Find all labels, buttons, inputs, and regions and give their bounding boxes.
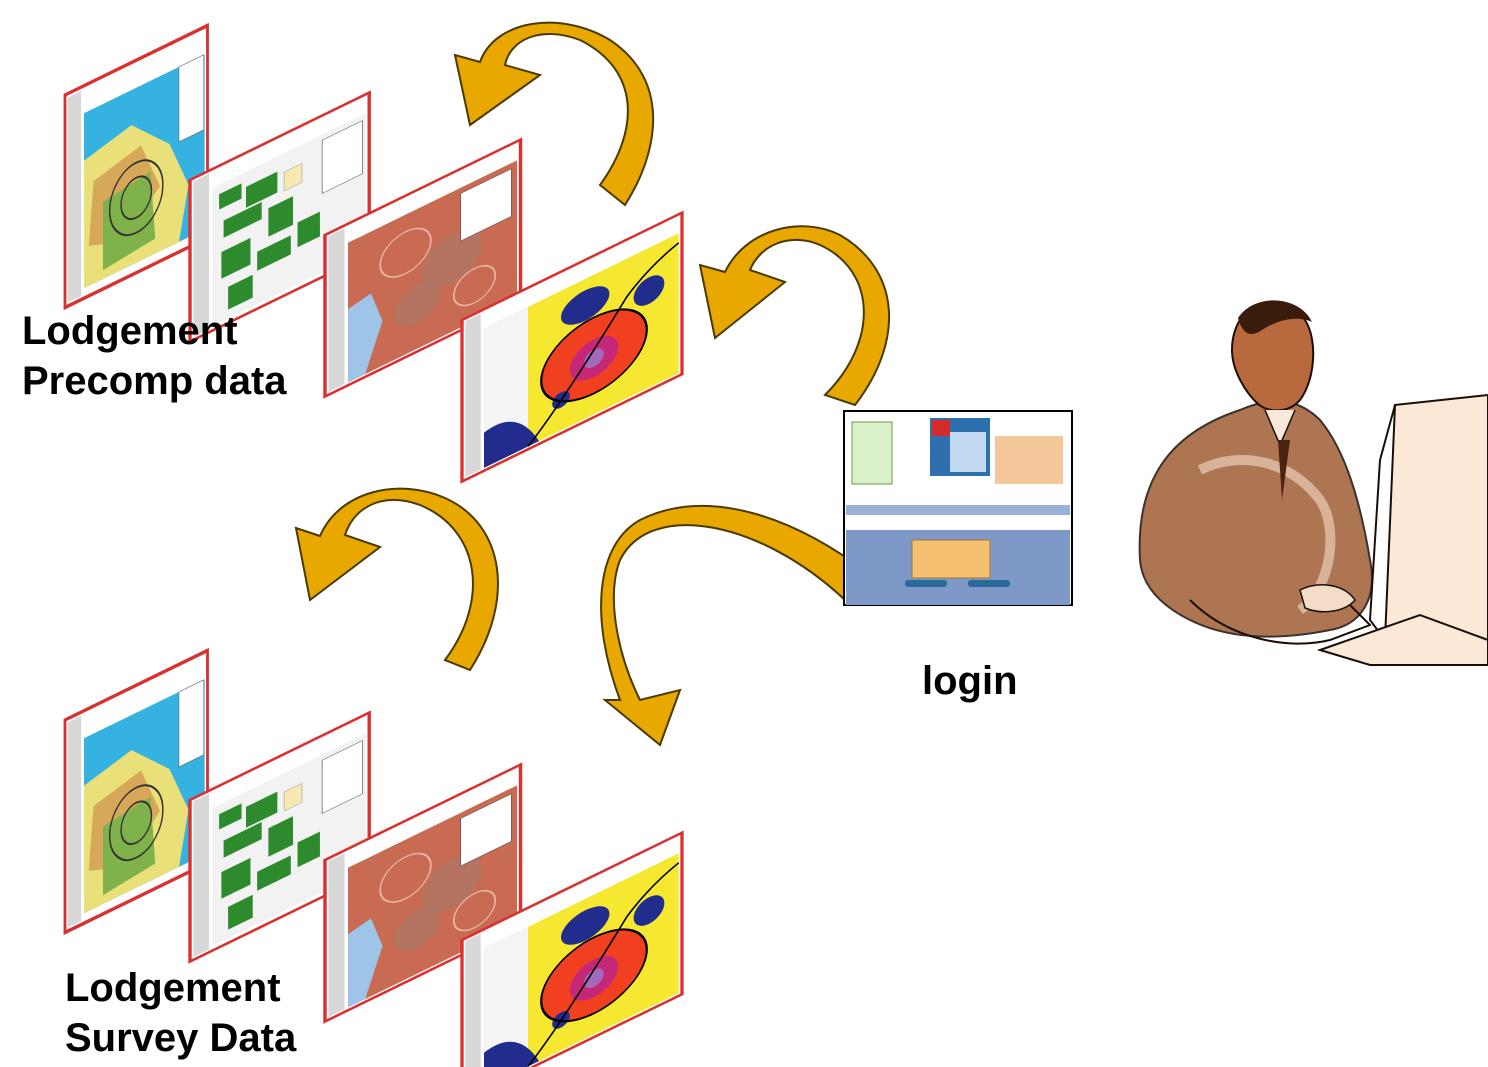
user-at-computer-icon: [1138, 300, 1488, 666]
precomp-data-label: Lodgement Precomp data: [22, 306, 287, 406]
curved-arrow-icon: [294, 487, 499, 672]
curved-arrow-icon: [600, 505, 872, 747]
land-use-map: [63, 23, 210, 310]
curved-arrow-icon: [698, 225, 891, 407]
precomp-label-line2: Precomp data: [22, 359, 287, 403]
survey-data-label: Lodgement Survey Data: [65, 963, 296, 1063]
land-use-map: [63, 648, 210, 935]
precomp-stack: [63, 23, 684, 484]
precomp-label-line1: Lodgement: [22, 309, 238, 353]
login-label: login: [922, 659, 1018, 703]
login-screen: [843, 410, 1073, 606]
survey-label-line1: Lodgement: [65, 966, 281, 1010]
curved-arrow-icon: [453, 21, 655, 207]
survey-label-line2: Survey Data: [65, 1016, 297, 1060]
